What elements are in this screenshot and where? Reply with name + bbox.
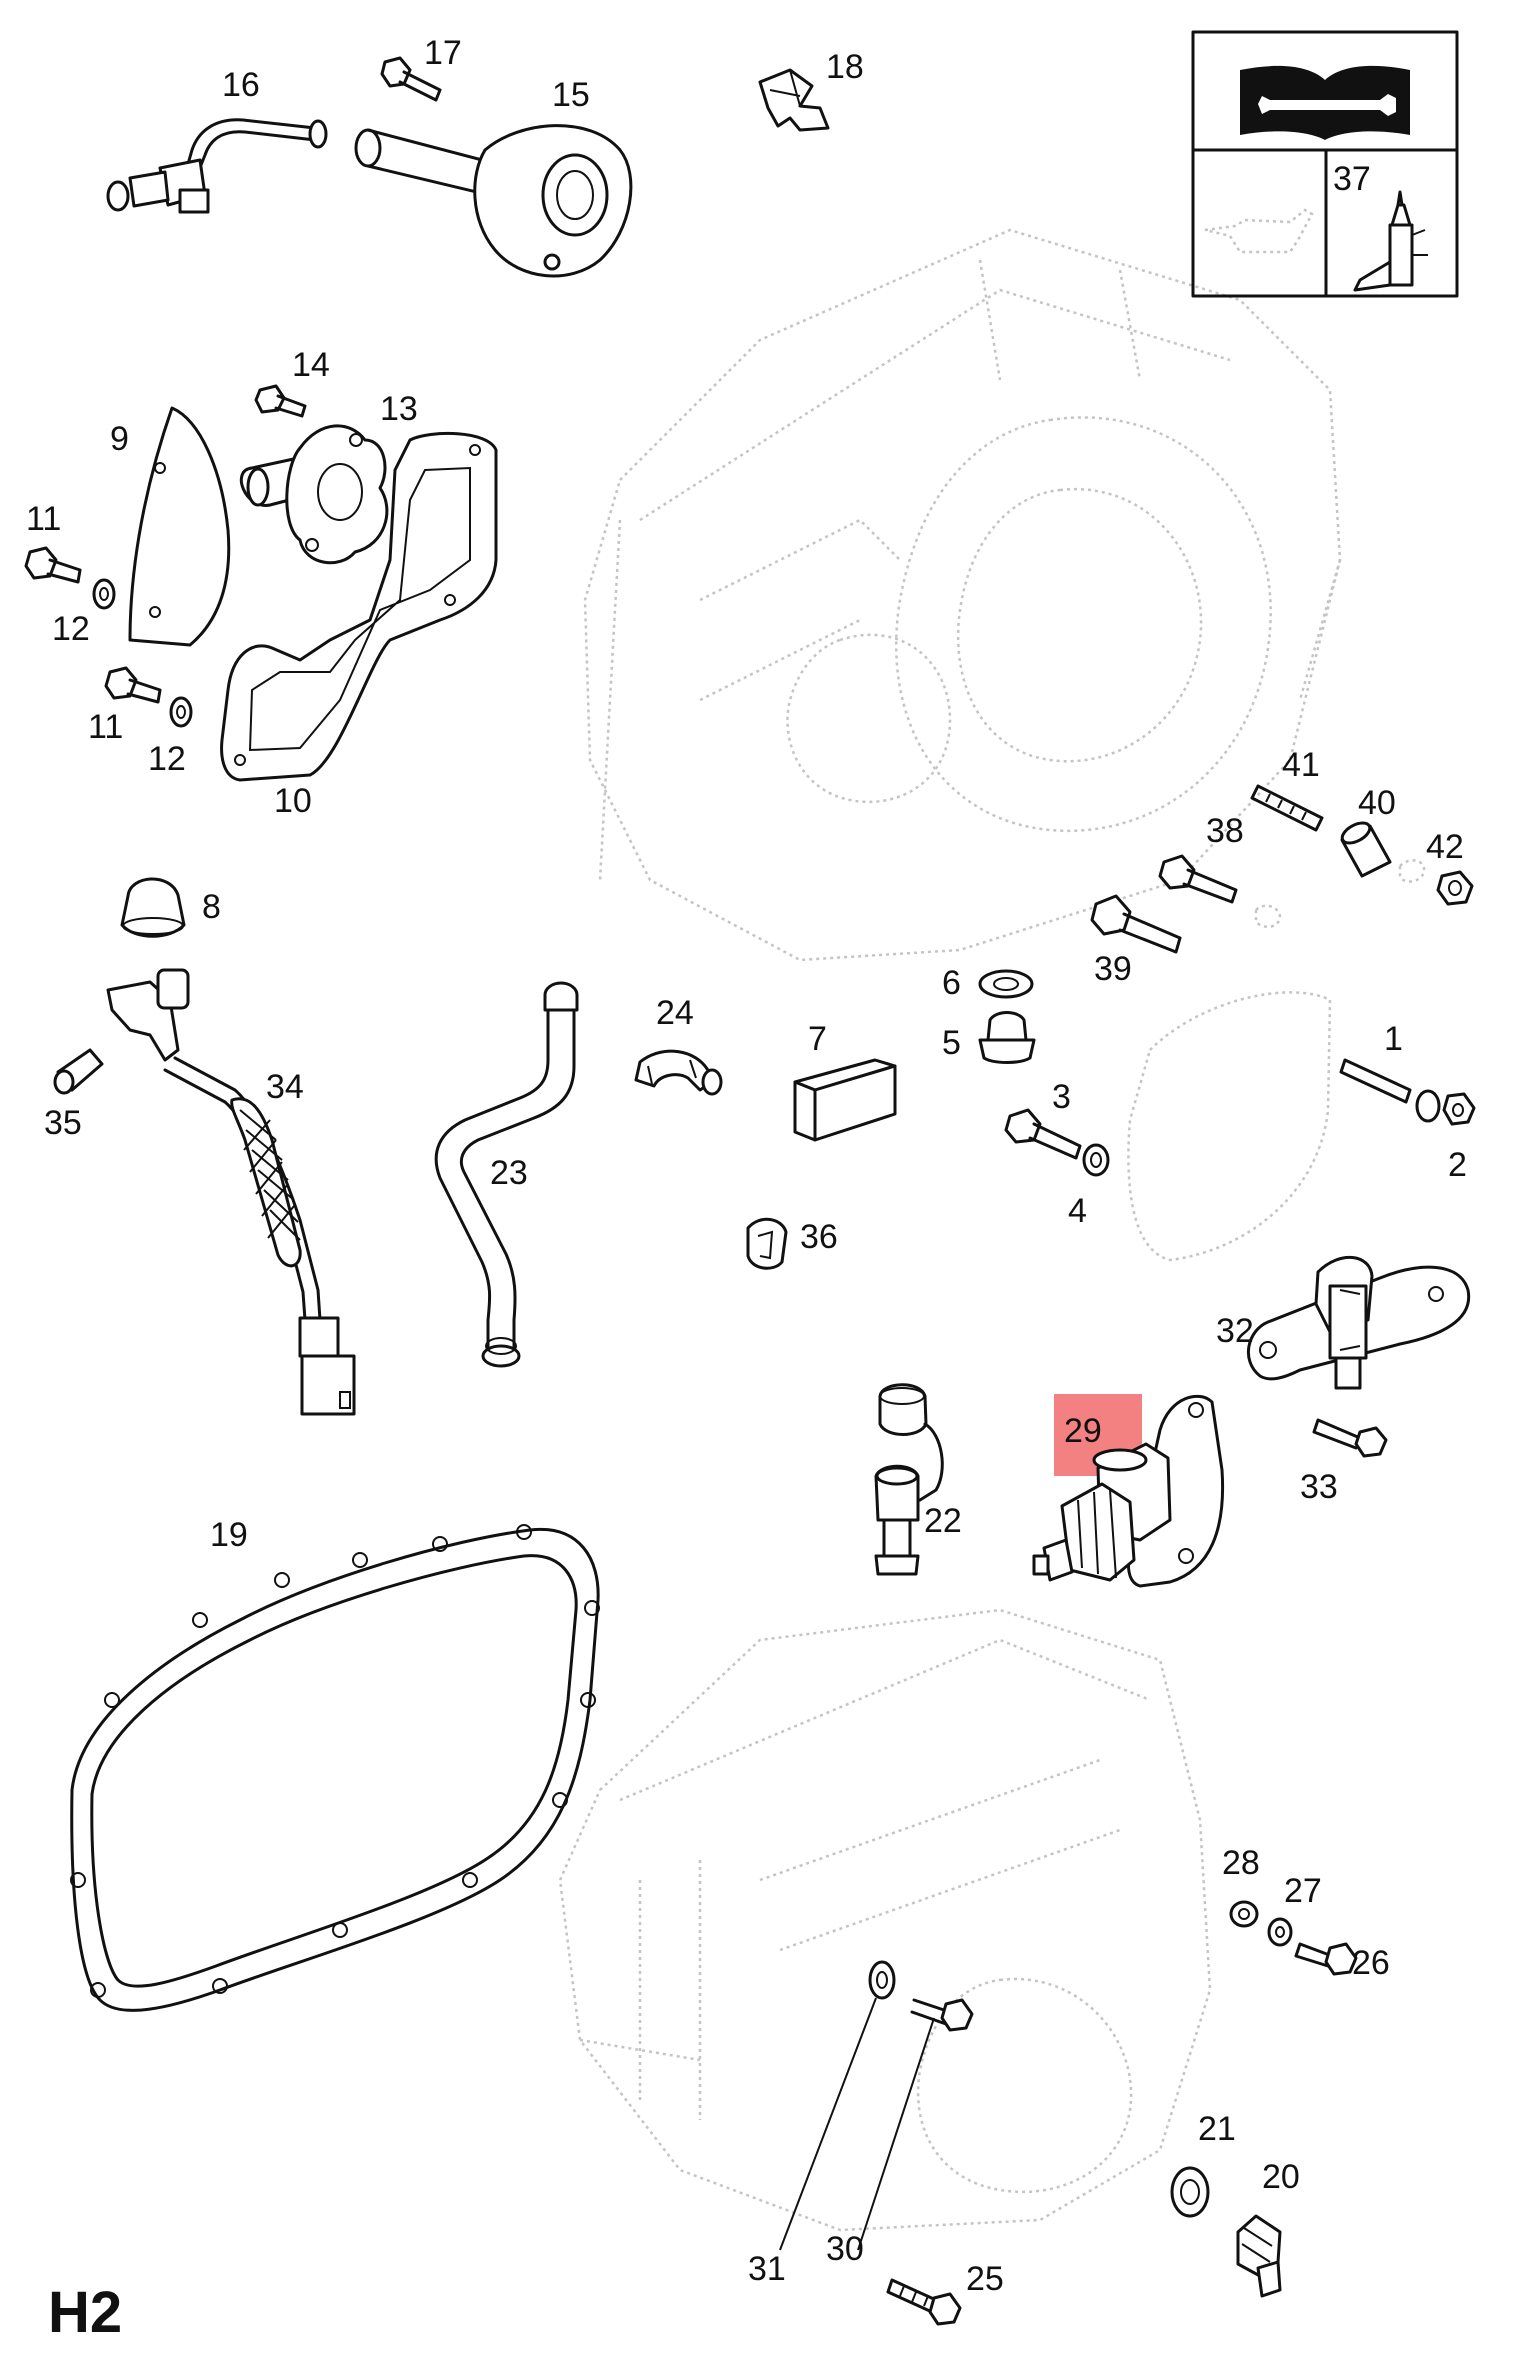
part-18-clip[interactable] [758,68,830,132]
upper-gearbox-housing-ghost [583,228,1342,962]
label-part-4: 4 [1068,1192,1087,1230]
label-part-21: 21 [1198,2110,1236,2148]
label-part-23: 23 [490,1154,528,1192]
part-7-block[interactable] [793,1058,897,1142]
label-part-9: 9 [110,420,129,458]
part-39-bolt[interactable] [1090,894,1182,954]
part-24-clamp[interactable] [634,1049,723,1096]
part-16-clutch-pipe[interactable] [106,118,328,214]
callout-labels: 1 2 3 4 5 6 7 8 9 10 11 11 12 12 13 14 1… [26,34,1467,2298]
label-part-41: 41 [1282,746,1320,784]
label-part-38: 38 [1206,812,1244,850]
label-part-8: 8 [202,888,221,926]
part-15-slave-cylinder[interactable] [354,124,633,278]
label-part-1: 1 [1384,1020,1403,1058]
part-6-washer[interactable] [978,969,1034,999]
label-part-33: 33 [1300,1468,1338,1506]
oil-can-icon [1204,208,1314,254]
part-20-drain-plug[interactable] [1236,2214,1282,2298]
part-30-bolt[interactable] [857,1998,974,2251]
label-part-25: 25 [966,2260,1004,2298]
part-8-plug-cap[interactable] [120,877,186,938]
label-part-5: 5 [942,1024,961,1062]
part-34-sensor-cable[interactable] [106,968,356,1416]
sheet-code: H2 [48,2280,122,2345]
label-part-18: 18 [826,48,864,86]
label-part-27: 27 [1284,1872,1322,1910]
lower-gearbox-housing-ghost [558,1608,1212,2232]
label-part-2: 2 [1448,1146,1467,1184]
part-1-stud[interactable] [1339,1058,1412,1104]
label-part-6: 6 [942,964,961,1002]
manual-wrench-icon [1240,65,1410,140]
part-29-speedo-housing[interactable] [1032,1394,1225,1588]
part-11-bolt-lower[interactable] [104,666,162,704]
part-22-selector-shaft[interactable] [874,1383,944,1576]
label-part-10: 10 [274,782,312,820]
label-part-12-lower: 12 [148,740,186,778]
label-part-17: 17 [424,34,462,72]
label-part-3: 3 [1052,1078,1071,1116]
part-12-washer-upper[interactable] [92,578,116,610]
part-38-bolt[interactable] [1158,854,1282,929]
sealant-tube-icon [1353,190,1428,292]
part-33-bolt[interactable] [1312,1418,1388,1458]
part-26-bolt[interactable] [1294,1942,1358,1976]
part-11-bolt-upper[interactable] [24,546,82,584]
label-part-31: 31 [748,2250,786,2288]
legend-box: 37 [1191,30,1459,298]
label-part-36: 36 [800,1218,838,1256]
label-part-11-upper: 11 [26,500,61,538]
label-part-26: 26 [1352,1944,1390,1982]
part-4-washer[interactable] [1082,1143,1110,1177]
label-part-20: 20 [1262,2158,1300,2196]
part-42-nut[interactable] [1398,859,1474,906]
part-14-bolt[interactable] [254,384,307,418]
part-23-hose[interactable] [434,981,579,1368]
label-part-13: 13 [380,390,418,428]
label-part-35: 35 [44,1104,82,1142]
part-21-sealing-ring[interactable] [1170,2166,1210,2218]
label-part-24: 24 [656,994,694,1032]
part-13-guide-sleeve[interactable] [239,424,389,565]
label-part-42: 42 [1426,828,1464,866]
cover-gasket-ghost [1127,991,1332,1262]
label-part-29: 29 [1064,1412,1102,1450]
part-12-washer-lower[interactable] [169,696,193,728]
label-part-40: 40 [1358,784,1396,822]
label-part-16: 16 [222,66,260,104]
part-35-fitting[interactable] [53,1048,104,1095]
part-25-bolt[interactable] [886,2278,962,2326]
label-part-30: 30 [826,2230,864,2268]
label-part-7: 7 [808,1020,827,1058]
label-part-14: 14 [292,346,330,384]
part-31-washer[interactable] [779,1960,896,2251]
part-32-sensor-bracket[interactable] [1247,1256,1471,1390]
part-40-spacer[interactable] [1339,819,1392,878]
part-10-gasket[interactable] [220,432,498,782]
part-17-bolt[interactable] [380,56,442,102]
label-part-15: 15 [552,76,590,114]
label-part-22: 22 [924,1502,962,1540]
part-36-retaining-clip[interactable] [746,1217,788,1270]
label-part-32: 32 [1216,1312,1254,1350]
label-part-19: 19 [210,1516,248,1554]
part-9-cover-plate[interactable] [128,406,231,647]
part-3-bolt[interactable] [1004,1108,1082,1160]
label-part-39: 39 [1094,950,1132,988]
label-part-12-upper: 12 [52,610,90,648]
part-28-washer[interactable] [1229,1900,1259,1928]
label-part-11-lower: 11 [88,708,123,746]
part-19-housing-gasket[interactable] [70,1524,600,2012]
part-27-washer[interactable] [1267,1917,1293,1947]
label-part-28: 28 [1222,1844,1260,1882]
part-2-washer-nut[interactable] [1415,1089,1476,1126]
tool-number-label: 37 [1333,160,1371,198]
label-part-34: 34 [266,1068,304,1106]
part-5-plug[interactable] [978,1011,1036,1064]
part-41-stud[interactable] [1250,784,1324,832]
